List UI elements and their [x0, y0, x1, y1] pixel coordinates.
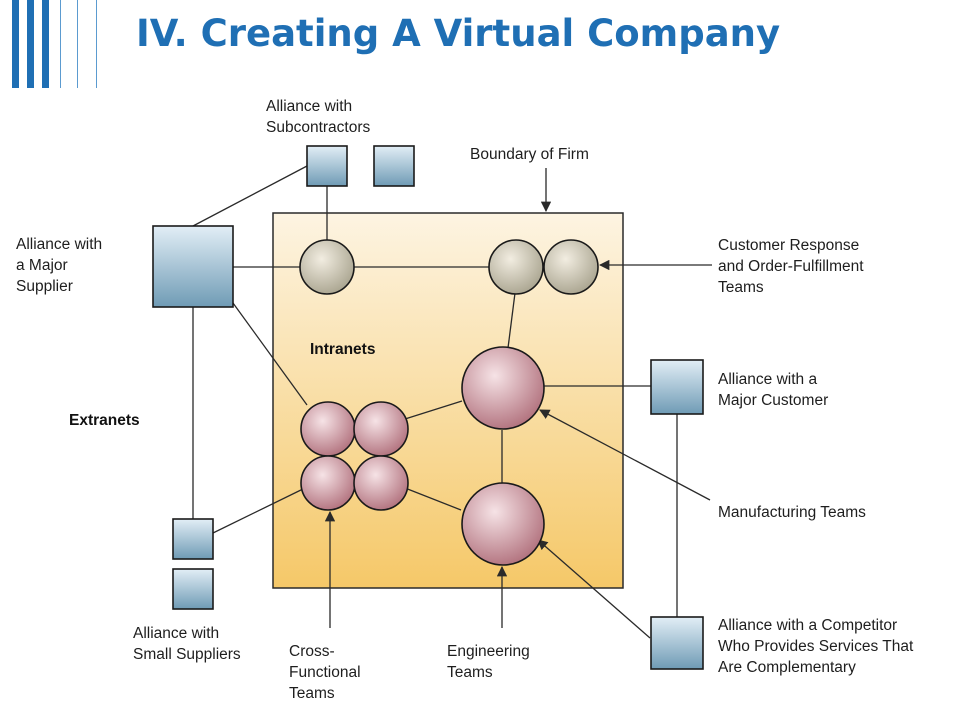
label-line: Are Complementary	[718, 659, 856, 676]
boundary-label: Boundary of Firm	[470, 146, 589, 163]
label-line: Alliance with	[133, 625, 219, 642]
manufacturing-label: Manufacturing Teams	[718, 504, 866, 521]
header-decor-line	[77, 0, 78, 88]
label-line: a Major	[16, 257, 68, 274]
label-line: Major Customer	[718, 392, 828, 409]
major-customer-label: Alliance with a Major Customer	[718, 371, 828, 409]
engineering-label: Engineering Teams	[447, 643, 534, 681]
major-supplier-label: Alliance with a Major Supplier	[16, 236, 106, 295]
label-line: Alliance with a	[718, 371, 817, 388]
customer-response-team-node	[488, 239, 544, 295]
label-line: Engineering	[447, 643, 530, 660]
cross-functional-team-node	[300, 455, 356, 511]
label-line: Who Provides Services That	[718, 638, 914, 655]
header-decor-bar	[27, 0, 34, 88]
label-line: Teams	[289, 685, 335, 702]
label-line: Alliance with a Competitor	[718, 617, 897, 634]
small-supplier-box	[172, 568, 214, 610]
label-line: Subcontractors	[266, 119, 370, 136]
label-line: Alliance with	[16, 236, 102, 253]
label-line: Teams	[447, 664, 493, 681]
cross-functional-team-node	[353, 401, 409, 457]
cross-functional-label: Cross- Functional Teams	[289, 643, 365, 702]
manufacturing-team-node	[461, 346, 545, 430]
label-line: Small Suppliers	[133, 646, 241, 663]
label-line: Manufacturing Teams	[718, 504, 866, 521]
extranets-label: Extranets	[69, 412, 140, 429]
customer-response-label: Customer Response and Order-Fulfillment …	[718, 237, 868, 296]
label-line: Cross-	[289, 643, 335, 660]
label-line: Customer Response	[718, 237, 859, 254]
label-line: and Order-Fulfillment	[718, 258, 864, 275]
customer-response-team-node	[299, 239, 355, 295]
engineering-team-node	[461, 482, 545, 566]
small-suppliers-label: Alliance with Small Suppliers	[133, 625, 241, 663]
small-supplier-box	[172, 518, 214, 560]
header-decor-line	[60, 0, 61, 88]
intranets-label: Intranets	[310, 341, 375, 358]
competitor-box	[650, 616, 704, 670]
label-line: Boundary of Firm	[470, 146, 589, 163]
header-decor-bar	[42, 0, 49, 88]
label-line: Extranets	[69, 412, 140, 429]
label-line: Teams	[718, 279, 764, 296]
major-supplier-box	[152, 225, 234, 308]
major-customer-box	[650, 359, 704, 415]
connector-lines	[192, 165, 678, 617]
competitor-label: Alliance with a Competitor Who Provides …	[718, 617, 918, 676]
callout-arrows	[324, 168, 712, 639]
cross-functional-team-node	[300, 401, 356, 457]
page-title: IV. Creating A Virtual Company	[136, 12, 781, 55]
subcontractors-label: Alliance with Subcontractors	[266, 98, 370, 136]
cross-functional-team-node	[353, 455, 409, 511]
label-line: Functional	[289, 664, 361, 681]
header-decor-bar	[12, 0, 19, 88]
label-line: Intranets	[310, 341, 375, 358]
label-line: Supplier	[16, 278, 73, 295]
subcontractor-box	[373, 145, 415, 187]
subcontractor-box	[306, 145, 348, 187]
label-line: Alliance with	[266, 98, 352, 115]
header-decor-line	[96, 0, 97, 88]
customer-response-team-node	[543, 239, 599, 295]
